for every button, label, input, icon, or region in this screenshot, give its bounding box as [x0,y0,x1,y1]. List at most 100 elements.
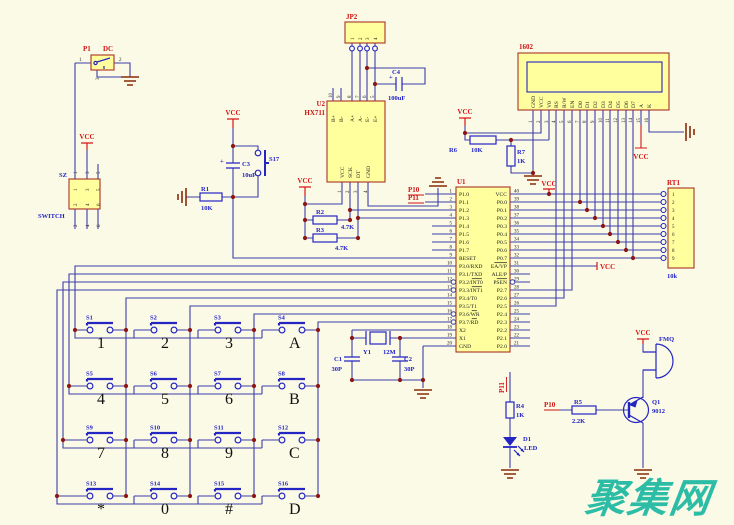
key-terminal [150,436,158,444]
fmq-ref: FMQ [659,336,674,343]
lcd-pin-name: D0 [578,101,584,108]
junction-dot [54,493,60,499]
vcc-label: VCC [600,263,615,271]
rt1-pin-circle [660,198,667,206]
net-p11: P11 [408,194,419,202]
junction-dot [187,383,193,389]
key-label: C [289,445,300,462]
u1-pin-name: P0.4 [497,232,507,238]
junction-dot [349,335,355,341]
key-ref: S8 [278,371,286,378]
rt1-network-body [667,187,695,269]
key-ref: S4 [278,315,286,322]
u1-pin-number: 37 [514,214,520,219]
p1-pin1: 1 [79,58,82,63]
lcd-pin-name: V0 [547,101,553,108]
lcd-pin-number: 10 [599,118,604,124]
c4-plus: + [389,74,393,81]
u1-pin-number: 26 [514,302,520,307]
key-label: 8 [161,445,169,462]
key-terminal [106,382,114,390]
u1-pin-number: 31 [514,262,520,267]
key-terminal [278,326,286,334]
rt1-pin-circle [660,214,667,222]
vcc-label: VCC [541,180,556,188]
u1-pin-name: P2.5 [497,304,507,310]
key-terminal [278,492,286,500]
junction-dot [315,383,321,389]
key-ref: S2 [150,315,157,322]
u1-pin-number: 20 [447,342,453,347]
junction-dot [355,235,361,241]
key-label: 4 [97,391,105,408]
u1-pin-number: 29 [514,278,520,283]
u1-pin-number: 21 [514,342,520,347]
key-cap [213,487,241,492]
ground-icon [429,177,447,187]
jp2-pin-number: 2 [359,37,364,40]
jp2-pin-circle [372,45,378,52]
vcc-symbols [81,117,649,344]
lcd-pin-number: 3 [545,120,550,123]
d1-ref: D1 [523,436,531,443]
key-ref: S14 [150,481,161,488]
q1-value: 9012 [652,408,665,415]
key-terminal [106,492,114,500]
rt1-value: 10k [667,273,678,280]
r6-value: 10K [471,147,483,154]
c3-ref: C3 [242,161,251,168]
junction-dot [230,194,236,200]
u1-pin-number: 5 [450,222,453,227]
u2-ref: U2 [316,100,325,108]
rt1-pin-circle [660,254,667,262]
u1-pin-number: 36 [514,222,520,227]
u1-pin-name: P3.3/INT1 [459,288,483,294]
u1-pin-number: 15 [447,302,453,307]
sz-pin-number: 1 [74,171,79,174]
sz-pin-number: 5 [97,171,102,174]
u2-pin-number: 8 [348,95,353,98]
u1-pin-name: ALE/P [491,272,507,278]
key-cap [149,431,177,436]
r1-ref: R1 [201,186,209,193]
key-terminal [298,326,306,334]
c3-value: 10uF [242,172,256,179]
r2-resistor [312,215,338,225]
u1-pin-name: P2.2 [497,328,507,334]
vcc-label: VCC [225,109,240,117]
key-ref: S7 [214,371,222,378]
u2-pin-name: SCK [348,167,354,178]
u1-pin-name: P0.2 [497,216,507,222]
key-label: 6 [225,391,233,408]
u1-pin-name: VCC [495,192,507,198]
junction-dot [615,239,621,245]
u1-pin-name: P1.5 [459,232,469,238]
rt1-pin-number: 3 [672,209,675,214]
junction-dot [546,191,552,197]
lcd-pin-name: D4 [608,101,614,108]
jp2-pin-circle [364,45,370,52]
rt1-pin-circle [660,238,667,246]
key-terminal [86,382,94,390]
u1-pin-number: 11 [447,270,452,275]
sz-pin-number: 2 [74,203,79,206]
c1-capacitor [344,356,360,362]
key-terminal [150,492,158,500]
key-ref: S16 [278,481,289,488]
junction-dot [302,235,308,241]
u1-pin-number: 8 [450,246,453,251]
rt1-pin-circle [660,230,667,238]
rt1-pin-number: 2 [672,201,675,206]
junction-dot [584,207,590,213]
junction-dot [347,217,353,223]
key-label: 9 [225,445,233,462]
u1-mcu-body [455,186,511,353]
net-p11: P11 [498,382,506,393]
wire [68,386,263,395]
key-terminal [106,436,114,444]
u1-pin-number: 18 [447,326,453,331]
d1-led [503,437,517,446]
c2-value: 30P [404,366,415,373]
key-terminal [278,436,286,444]
rt1-pin-number: 5 [672,225,675,230]
